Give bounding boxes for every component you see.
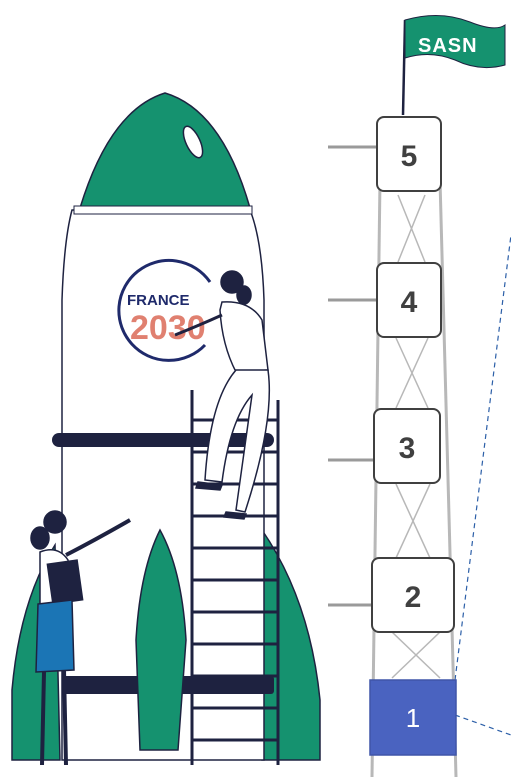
- step-1-label: 1: [406, 703, 420, 733]
- flag-icon: SASN: [401, 14, 506, 116]
- step-4-label: 4: [401, 286, 418, 319]
- clipboard: [46, 559, 84, 605]
- step-2: 2: [371, 557, 455, 633]
- woman-climbing-icon: [174, 270, 271, 520]
- rocket-band-middle: [52, 433, 274, 447]
- leader-line-upper: [454, 234, 511, 681]
- step-3: 3: [373, 408, 441, 484]
- rocket-window: [182, 125, 204, 159]
- ladder-icon: [190, 390, 280, 765]
- rocket-body: [61, 209, 265, 761]
- step-5: 5: [376, 116, 442, 192]
- rocket-nose-band: [73, 205, 253, 215]
- step-4: 4: [376, 262, 442, 338]
- logo-ring: [117, 258, 212, 362]
- step-5-label: 5: [401, 140, 418, 173]
- leader-line-lower: [454, 714, 511, 736]
- leader-lines: [454, 234, 511, 736]
- step-3-label: 3: [399, 432, 416, 465]
- logo-word: FRANCE: [127, 292, 190, 309]
- rocket-icon: [11, 92, 321, 761]
- step-1: 1: [369, 679, 457, 756]
- flag-label: SASN: [418, 35, 478, 57]
- rocket-center-fin: [135, 528, 187, 751]
- woman-pointing-icon: [30, 510, 131, 766]
- step-2-label: 2: [405, 581, 422, 614]
- rocket-nose: [78, 92, 251, 209]
